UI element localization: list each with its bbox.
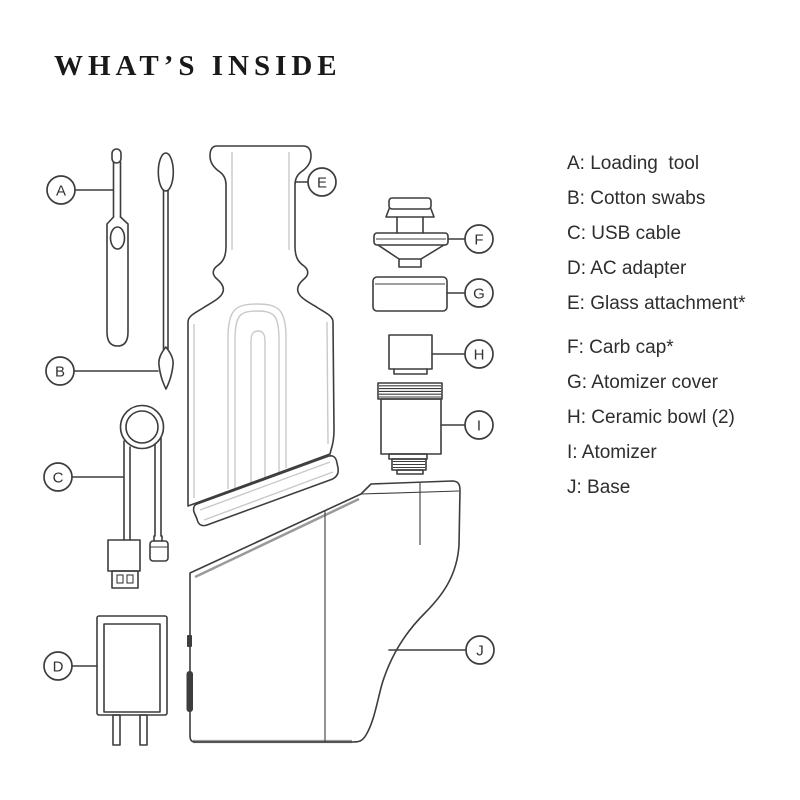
callout-c: C: [43, 462, 124, 492]
callout-f: F: [447, 224, 494, 254]
ceramic-bowl-drawing: [388, 334, 433, 375]
parts-legend: A: Loading tool B: Cotton swabs C: USB c…: [567, 146, 797, 505]
callout-letter-j: J: [476, 643, 484, 660]
carb-cap-drawing: [373, 197, 449, 268]
legend-item-d: D: AC adapter: [567, 258, 687, 279]
callout-h: H: [431, 339, 494, 369]
legend-item-f: F: Carb cap*: [567, 337, 674, 358]
callout-d: D: [43, 651, 98, 681]
callout-g: G: [446, 278, 494, 308]
base-drawing: [186, 480, 461, 744]
callout-letter-b: B: [55, 364, 65, 381]
callout-letter-e: E: [317, 175, 327, 192]
legend-item-i: I: Atomizer: [567, 442, 657, 463]
side-buttons: [186, 635, 193, 712]
cotton-swab-drawing: [157, 152, 175, 390]
legend-item-j: J: Base: [567, 477, 631, 498]
glass-attachment-drawing: [187, 145, 339, 527]
atomizer-drawing: [377, 382, 443, 475]
legend-item-c: C: USB cable: [567, 223, 682, 244]
callout-letter-i: I: [477, 418, 481, 435]
legend-item-b: B: Cotton swabs: [567, 188, 706, 209]
callout-e: E: [295, 167, 337, 197]
page-title: WHAT’S INSIDE: [54, 50, 342, 82]
callout-i: I: [440, 410, 494, 440]
legend-item-a: A: Loading tool: [567, 153, 700, 174]
callout-a: A: [46, 175, 114, 205]
loading-tool-drawing: [106, 148, 129, 347]
callout-b: B: [45, 356, 159, 386]
ac-adapter-drawing: [96, 615, 168, 746]
glass-collar: [192, 455, 339, 527]
callout-letter-d: D: [53, 659, 64, 676]
callout-letter-a: A: [56, 183, 66, 200]
legend-item-e: E: Glass attachment*: [567, 293, 746, 314]
legend-item-g: G: Atomizer cover: [567, 372, 718, 393]
usb-cable-drawing: [107, 404, 169, 589]
power-prongs: [112, 714, 148, 746]
callout-letter-c: C: [53, 470, 64, 487]
callout-letter-h: H: [474, 347, 485, 364]
micro-usb-connector: [149, 535, 169, 562]
callout-letter-g: G: [473, 286, 485, 303]
atomizer-cover-drawing: [372, 276, 448, 312]
legend-item-h: H: Ceramic bowl (2): [567, 407, 735, 428]
callout-letter-f: F: [474, 232, 483, 249]
usb-a-connector: [107, 539, 141, 589]
callout-j: J: [388, 635, 495, 665]
